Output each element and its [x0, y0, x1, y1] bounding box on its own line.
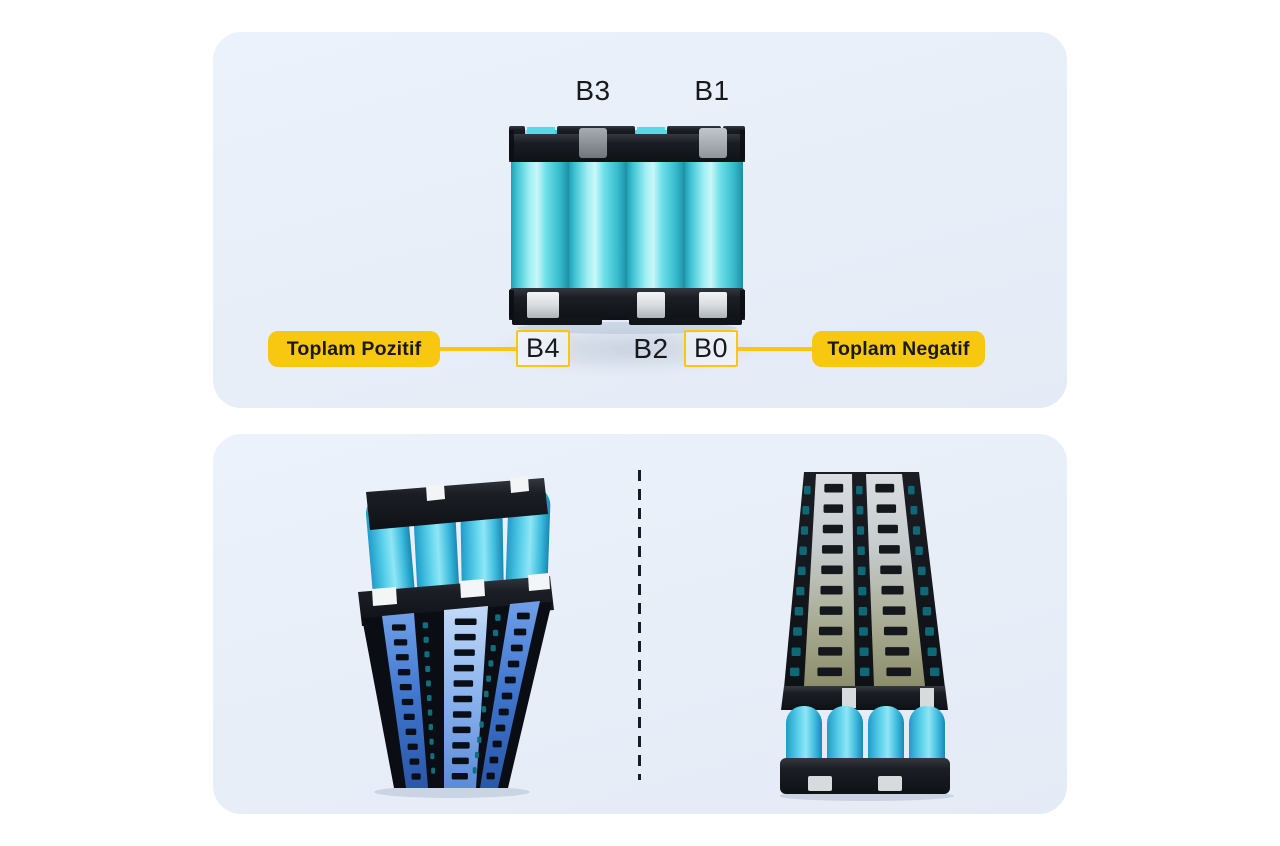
bottom-holder-bar [509, 288, 745, 325]
top-panel: B3 B1 Toplam Pozitif B4 B2 B0 Toplam Neg… [213, 32, 1067, 408]
far-holder-bar [366, 476, 548, 530]
bottom-panel [213, 434, 1067, 814]
b1-nickel-tab [699, 128, 727, 158]
pack-top-face [784, 472, 945, 688]
b4-nickel-tab [527, 292, 559, 318]
label-b1: B1 [694, 75, 730, 106]
b3-nickel-tab [579, 128, 607, 158]
total-positive-badge: Toplam Pozitif [268, 331, 440, 367]
total-negative-badge: Toplam Negatif [812, 331, 985, 367]
label-b0: B0 [684, 330, 738, 367]
right-connector-line [738, 347, 812, 351]
left-connector-line [440, 347, 516, 351]
label-b2: B2 [633, 333, 669, 364]
battery-cells [511, 130, 743, 314]
bottom-face [362, 601, 552, 788]
battery-pack-front-illustration [509, 126, 745, 334]
b2-nickel-tab [637, 292, 665, 318]
battery-pack-tilted-bottom-illustration [358, 476, 554, 798]
dashed-divider [638, 470, 641, 780]
b0-nickel-tab [699, 292, 727, 318]
battery-pack-top-strips-illustration [780, 472, 954, 801]
pack-front-face [780, 686, 950, 794]
label-b4: B4 [516, 330, 570, 367]
top-holder-bar [509, 126, 745, 162]
label-b3: B3 [575, 75, 611, 106]
